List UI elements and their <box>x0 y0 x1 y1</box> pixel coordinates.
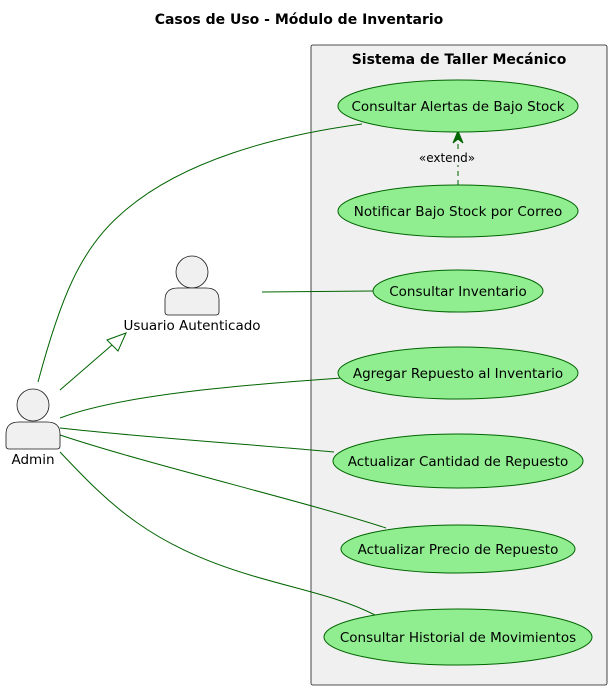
use-case-ellipse <box>337 184 579 238</box>
actor-admin: Admin <box>5 388 61 468</box>
actor-usuario-autenticado: Usuario Autenticado <box>123 255 261 334</box>
actor-label: Admin <box>11 452 54 468</box>
use-case-consultar-alertas: Consultar Alertas de Bajo Stock <box>337 79 579 133</box>
use-case-actualizar-precio: Actualizar Precio de Repuesto <box>340 524 576 574</box>
use-case-ellipse <box>323 608 593 666</box>
user-actor-icon <box>164 255 220 316</box>
user-actor-icon <box>5 388 61 450</box>
extend-arrowhead <box>452 129 464 144</box>
use-case-ellipse <box>340 524 576 574</box>
extend-label-bg <box>417 151 479 165</box>
use-case-ellipse <box>337 346 579 400</box>
use-case-ellipse <box>332 433 584 489</box>
use-case-label: Consultar Historial de Movimientos <box>340 630 576 646</box>
use-case-agregar-repuesto: Agregar Repuesto al Inventario <box>337 346 579 400</box>
use-case-label: Agregar Repuesto al Inventario <box>353 366 563 382</box>
edge-admin-agregar <box>59 377 343 419</box>
use-case-consultar-historial: Consultar Historial de Movimientos <box>323 608 593 666</box>
use-case-label: Actualizar Precio de Repuesto <box>358 542 559 558</box>
diagram-title: Casos de Uso - Módulo de Inventario <box>155 12 444 28</box>
edge-admin-alertas <box>37 123 363 383</box>
edge-admin-user-generalization <box>59 344 113 391</box>
use-case-ellipse <box>337 79 579 133</box>
use-case-ellipse <box>372 269 544 313</box>
actor-label: Usuario Autenticado <box>123 318 260 334</box>
edge-admin-precio <box>59 434 387 529</box>
extend-label: «extend» <box>419 151 475 165</box>
use-case-label: Consultar Inventario <box>389 284 527 300</box>
connectors <box>37 123 387 616</box>
use-case-consultar-inventario: Consultar Inventario <box>372 269 544 313</box>
use-case-notificar-bajo-stock: Notificar Bajo Stock por Correo <box>337 184 579 238</box>
system-title: Sistema de Taller Mecánico <box>352 52 567 68</box>
use-case-label: Notificar Bajo Stock por Correo <box>354 204 562 220</box>
edge-user-inventario <box>261 290 374 293</box>
use-case-label: Consultar Alertas de Bajo Stock <box>351 99 564 115</box>
edge-admin-cantidad <box>59 427 335 453</box>
use-case-actualizar-cantidad: Actualizar Cantidad de Repuesto <box>332 433 584 489</box>
use-case-label: Actualizar Cantidad de Repuesto <box>348 454 569 470</box>
generalization-arrowhead <box>106 332 127 352</box>
edge-admin-historial <box>59 451 376 616</box>
